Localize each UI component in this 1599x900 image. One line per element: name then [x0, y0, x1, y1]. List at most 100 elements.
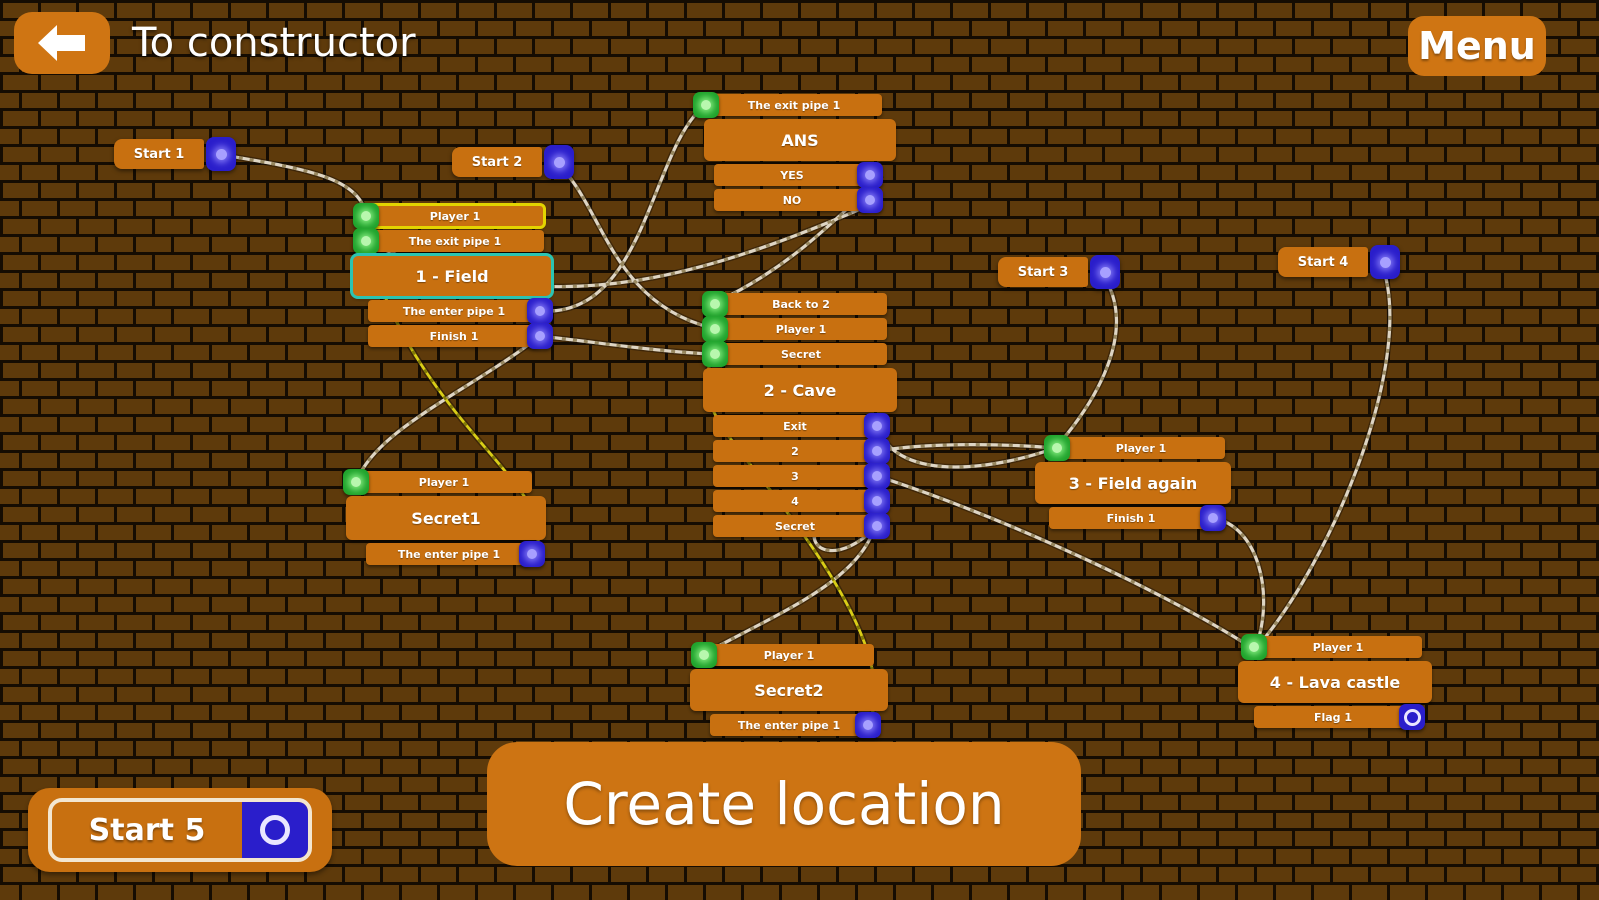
start-4-output-connector[interactable] [1370, 245, 1400, 279]
output-connector[interactable] [857, 162, 883, 188]
input-label: Player 1 [1312, 640, 1364, 654]
node-ans[interactable]: The exit pipe 1 ANS YES NO [693, 92, 896, 213]
arrow-left-icon [38, 25, 85, 61]
start-node-2[interactable]: Start 2 [452, 145, 574, 179]
node-output-row[interactable]: The enter pipe 1 [710, 712, 881, 738]
start-5-output-connector[interactable] [242, 802, 308, 858]
node-input-row[interactable]: Player 1 [343, 469, 532, 495]
node-title[interactable]: Secret2 [690, 669, 888, 711]
node-input-row[interactable]: The exit pipe 1 [353, 228, 544, 254]
input-connector[interactable] [702, 291, 728, 317]
output-connector[interactable] [864, 513, 890, 539]
input-label: Player 1 [1115, 441, 1167, 455]
page-title: To constructor [132, 20, 416, 66]
node-title[interactable]: 2 - Cave [703, 368, 897, 412]
node-output-row[interactable]: Flag 1 [1254, 704, 1425, 730]
start-2-output-connector[interactable] [544, 145, 574, 179]
create-location-button[interactable]: Create location [487, 742, 1081, 866]
output-label: Finish 1 [1106, 511, 1156, 525]
node-output-row[interactable]: Exit [713, 413, 890, 439]
output-label: 3 [791, 469, 799, 483]
node-title[interactable]: ANS [704, 119, 896, 161]
start-3-label: Start 3 [998, 257, 1088, 287]
node-output-row[interactable]: The enter pipe 1 [368, 298, 553, 324]
input-connector[interactable] [693, 92, 719, 118]
input-connector[interactable] [691, 642, 717, 668]
start5-panel: Start 5 [28, 788, 332, 872]
output-connector[interactable] [864, 413, 890, 439]
output-connector-unconnected[interactable] [1399, 704, 1425, 730]
node-input-row[interactable]: Player 1 [1044, 435, 1225, 461]
input-connector[interactable] [1044, 435, 1070, 461]
node-title[interactable]: 3 - Field again [1035, 462, 1231, 504]
start-5-label: Start 5 [88, 812, 206, 848]
menu-button[interactable]: Menu [1408, 16, 1546, 76]
output-label: The enter pipe 1 [402, 304, 506, 318]
output-label: Finish 1 [429, 329, 479, 343]
node-lava-castle[interactable]: Player 1 4 - Lava castle Flag 1 [1238, 634, 1432, 730]
output-label: The enter pipe 1 [737, 718, 841, 732]
output-connector[interactable] [1200, 505, 1226, 531]
node-output-row[interactable]: NO [714, 187, 883, 213]
node-input-row[interactable]: Player 1 [1241, 634, 1422, 660]
input-connector[interactable] [702, 341, 728, 367]
node-field-again[interactable]: Player 1 3 - Field again Finish 1 [1035, 435, 1231, 531]
output-label: 4 [791, 494, 799, 508]
node-title[interactable]: Secret1 [346, 496, 546, 540]
node-output-row[interactable]: The enter pipe 1 [366, 541, 545, 567]
output-connector[interactable] [855, 712, 881, 738]
input-connector[interactable] [1241, 634, 1267, 660]
output-connector[interactable] [527, 323, 553, 349]
node-output-row[interactable]: Finish 1 [368, 323, 553, 349]
back-button[interactable] [14, 12, 110, 74]
start-node-3[interactable]: Start 3 [998, 255, 1120, 289]
start-node-5[interactable]: Start 5 [48, 798, 312, 862]
input-label: Player 1 [763, 648, 815, 662]
node-input-row[interactable]: Player 1 [353, 203, 546, 229]
node-output-row[interactable]: Secret [713, 513, 890, 539]
output-label: YES [780, 168, 804, 182]
input-connector[interactable] [353, 228, 379, 254]
input-label: Player 1 [418, 475, 470, 489]
output-connector[interactable] [864, 438, 890, 464]
input-connector[interactable] [343, 469, 369, 495]
start-2-label: Start 2 [452, 147, 542, 177]
input-label: Player 1 [429, 209, 481, 223]
node-field-1[interactable]: Player 1 The exit pipe 1 1 - Field The e… [350, 203, 554, 349]
node-secret2[interactable]: Player 1 Secret2 The enter pipe 1 [690, 642, 888, 738]
node-output-row[interactable]: Finish 1 [1049, 505, 1226, 531]
start-node-1[interactable]: Start 1 [114, 137, 236, 171]
node-output-row[interactable]: YES [714, 162, 883, 188]
node-cave[interactable]: Back to 2 Player 1 Secret 2 - Cave Exit … [702, 291, 897, 539]
input-label: Back to 2 [772, 297, 830, 311]
start-node-4[interactable]: Start 4 [1278, 245, 1400, 279]
start-1-output-connector[interactable] [206, 137, 236, 171]
start-1-label: Start 1 [114, 139, 204, 169]
node-input-row[interactable]: The exit pipe 1 [693, 92, 882, 118]
input-label: Secret [780, 347, 822, 361]
node-input-row[interactable]: Back to 2 [702, 291, 887, 317]
start-4-label: Start 4 [1278, 247, 1368, 277]
output-connector[interactable] [519, 541, 545, 567]
output-connector[interactable] [527, 298, 553, 324]
input-label: The exit pipe 1 [408, 234, 502, 248]
output-connector[interactable] [857, 187, 883, 213]
node-title[interactable]: 4 - Lava castle [1238, 661, 1432, 703]
output-label: 2 [791, 444, 799, 458]
input-connector[interactable] [353, 203, 379, 229]
output-connector[interactable] [864, 488, 890, 514]
node-output-row[interactable]: 4 [713, 488, 890, 514]
input-label: Player 1 [775, 322, 827, 336]
output-label: Secret [774, 519, 816, 533]
node-title[interactable]: 1 - Field [350, 253, 554, 299]
output-label: The enter pipe 1 [397, 547, 501, 561]
node-secret1[interactable]: Player 1 Secret1 The enter pipe 1 [343, 469, 546, 567]
node-output-row[interactable]: 2 [713, 438, 890, 464]
start-3-output-connector[interactable] [1090, 255, 1120, 289]
input-connector[interactable] [702, 316, 728, 342]
node-output-row[interactable]: 3 [713, 463, 890, 489]
node-input-row[interactable]: Player 1 [691, 642, 874, 668]
node-input-row[interactable]: Secret [702, 341, 887, 367]
node-input-row[interactable]: Player 1 [702, 316, 887, 342]
output-connector[interactable] [864, 463, 890, 489]
